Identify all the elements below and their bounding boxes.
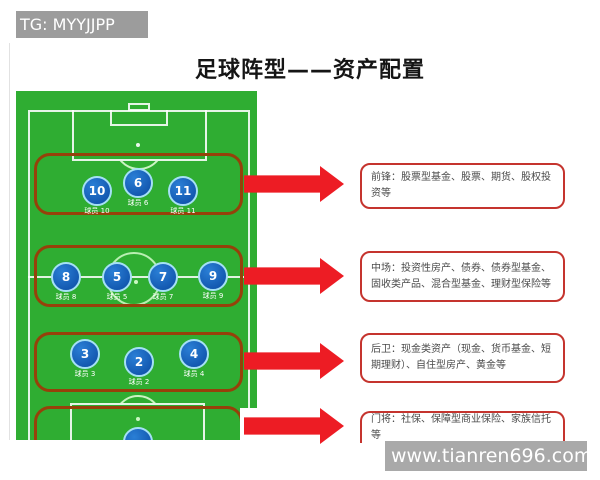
asset-panel-text: 中场：投资性房产、债券、债券型基金、固收类产品、混合型基金、理财型保险等 [371, 262, 551, 290]
player-number [123, 427, 153, 440]
penalty-spot-top [136, 143, 140, 147]
arrow-midfield-icon [244, 258, 344, 294]
penalty-area-top [72, 110, 207, 161]
player-marker-7: 7 球员 7 [148, 262, 178, 301]
player-marker-5: 5 球员 5 [102, 262, 132, 301]
arrow-forwards-icon [244, 166, 344, 202]
player-marker-8: 8 球员 8 [51, 262, 81, 301]
player-label: 球员 6 [127, 199, 149, 207]
player-number: 5 [102, 262, 132, 292]
player-marker-3: 3 球员 3 [70, 339, 100, 378]
player-label: 球员 11 [170, 207, 196, 215]
goal-area-top [110, 110, 168, 126]
player-number: 7 [148, 262, 178, 292]
penalty-arc-bottom [111, 391, 166, 403]
forwards-group-outline [34, 153, 243, 215]
player-label: 球员 8 [55, 293, 77, 301]
football-pitch: 10 球员 10 6 球员 6 11 球员 11 8 球员 8 5 球员 5 7… [16, 91, 257, 440]
center-spot [134, 280, 138, 284]
website-url: www.tianren696.com [391, 445, 593, 467]
asset-panel-text: 门将：社保、保障型商业保险、家族信托等 [371, 414, 551, 441]
player-label: 球员 7 [152, 293, 174, 301]
player-number: 4 [179, 339, 209, 369]
arrow-defenders-icon [244, 343, 344, 379]
asset-panel-midfield: 中场：投资性房产、债券、债券型基金、固收类产品、混合型基金、理财型保险等 [360, 251, 565, 302]
player-label: 球员 4 [183, 370, 205, 378]
player-marker-9: 9 球员 9 [198, 261, 228, 300]
player-marker-6: 6 球员 6 [123, 168, 153, 207]
player-number: 8 [51, 262, 81, 292]
asset-panel-text: 后卫：现金类资产（现金、货币基金、短期理财）、自住型房产、黄金等 [371, 344, 551, 371]
asset-panel-text: 前锋：股票型基金、股票、期货、股权投资等 [371, 172, 551, 199]
player-label: 球员 2 [128, 378, 150, 386]
goal-top [128, 103, 150, 111]
asset-panel-defenders: 后卫：现金类资产（现金、货币基金、短期理财）、自住型房产、黄金等 [360, 333, 565, 383]
player-marker-2: 2 球员 2 [124, 347, 154, 386]
player-marker-4: 4 球员 4 [179, 339, 209, 378]
player-number: 6 [123, 168, 153, 198]
asset-panel-goalkeeper: 门将：社保、保障型商业保险、家族信托等 [360, 411, 565, 443]
midfield-group-outline [34, 245, 243, 307]
page-edge-line [9, 43, 10, 440]
player-number: 11 [168, 176, 198, 206]
penalty-area-bottom [70, 403, 205, 440]
player-marker-goalkeeper [123, 427, 153, 440]
player-number: 10 [82, 176, 112, 206]
player-label: 球员 3 [74, 370, 96, 378]
page-title: 足球阵型——资产配置 [194, 58, 425, 83]
player-label: 球员 9 [202, 292, 224, 300]
player-label: 球员 10 [84, 207, 110, 215]
player-number: 3 [70, 339, 100, 369]
player-number: 9 [198, 261, 228, 291]
player-number: 2 [124, 347, 154, 377]
tg-badge-label: TG: MYYJJPP [20, 15, 115, 34]
player-label: 球员 5 [106, 293, 128, 301]
asset-panel-forwards: 前锋：股票型基金、股票、期货、股权投资等 [360, 163, 565, 209]
player-marker-11: 11 球员 11 [168, 176, 198, 215]
website-bar: www.tianren696.com [385, 441, 592, 471]
player-marker-10: 10 球员 10 [82, 176, 112, 215]
tg-badge: TG: MYYJJPP [16, 11, 148, 38]
penalty-spot-bottom [136, 417, 140, 421]
defenders-group-outline [34, 332, 243, 392]
